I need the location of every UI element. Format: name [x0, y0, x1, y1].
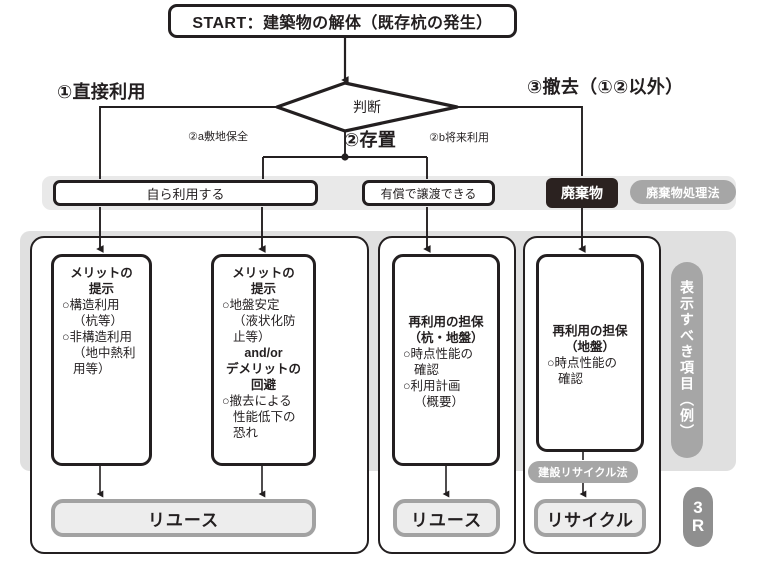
side-label-display-items: 表示すべき項目（例） — [671, 262, 703, 458]
branch-label-direct-use: ①直接利用 — [57, 82, 146, 102]
card-4-bullet-1-mark: ○時点性能の — [547, 355, 618, 370]
card-4-heading-line2: （地盤） — [564, 339, 615, 354]
card-2-bullet-2-sub: 性能低下の — [233, 410, 296, 424]
card-reuse-guarantee-ground: 再利用の担保 （地盤） ○時点性能の 確認 — [536, 254, 644, 452]
card-3-bullet-2-sub: （概要） — [414, 394, 465, 409]
card-2-bullet-1-sub2: 止等） — [233, 330, 271, 344]
card-4-heading-line1: 再利用の担保 — [552, 323, 628, 338]
card-1-heading-line1: メリットの — [70, 266, 133, 280]
card-3-bullets: ○時点性能の 確認 ○利用計画 （概要） — [400, 346, 492, 410]
chip-paid-transfer: 有償で譲渡できる — [362, 180, 495, 206]
card-1-bullets: ○構造利用 （杭等） ○非構造利用 （地中熱利 用等） — [59, 297, 144, 377]
branch-label-keep-b: ②b将来利用 — [429, 132, 489, 144]
badge-waste-law: 廃棄物処理法 — [630, 180, 736, 204]
card-2-bullet-1-sub: （液状化防 — [233, 314, 296, 328]
card-2-bullet-2-mark: ○撤去による — [222, 394, 292, 408]
card-2-bullets2: ○撤去による 性能低下の 恐れ — [219, 393, 308, 441]
card-3-bullet-2-mark: ○利用計画 — [403, 378, 461, 393]
start-node: START：建築物の解体（既存杭の発生） — [168, 4, 517, 38]
card-merit-direct-use: メリットの 提示 ○構造利用 （杭等） ○非構造利用 （地中熱利 用等） — [51, 254, 152, 466]
outcome-reuse-1: リユース — [51, 499, 316, 537]
card-1-bullet-1-mark: ○構造利用 — [62, 298, 120, 312]
card-3-bullet-1-mark: ○時点性能の — [403, 346, 474, 361]
card-4-bullets: ○時点性能の 確認 — [544, 355, 636, 387]
card-1-heading-line2: 提示 — [88, 282, 114, 296]
card-2-heading-line1: メリットの — [232, 266, 295, 280]
card-1-bullet-2-sub: （地中熱利 — [73, 346, 136, 360]
card-2-connector: and/or — [244, 346, 283, 360]
card-1-bullet-2-sub2: 用等） — [73, 362, 111, 376]
card-reuse-guarantee-pile-ground: 再利用の担保 （杭・地盤） ○時点性能の 確認 ○利用計画 （概要） — [392, 254, 500, 466]
three-r-digit: 3 — [693, 498, 703, 518]
outcome-reuse-2: リユース — [393, 499, 500, 537]
card-1-bullet-2-mark: ○非構造利用 — [62, 330, 133, 344]
card-3-bullet-1-sub: 確認 — [414, 362, 440, 377]
badge-construction-recycle-law: 建設リサイクル法 — [528, 461, 638, 483]
three-r-letter: R — [691, 516, 705, 535]
card-2-bullet-2-sub2: 恐れ — [233, 426, 259, 440]
branch-label-keep-a: ②a敷地保全 — [188, 131, 248, 143]
card-3-heading-line2: （杭・地盤） — [408, 330, 484, 345]
card-2-bullets: ○地盤安定 （液状化防 止等） — [219, 297, 308, 345]
branch-label-remove: ③撤去（①②以外） — [527, 77, 684, 97]
card-1-bullet-1-sub: （杭等） — [73, 314, 124, 328]
chip-waste: 廃棄物 — [546, 178, 618, 208]
card-4-bullet-1-sub: 確認 — [558, 371, 584, 386]
chip-self-use: 自ら利用する — [53, 180, 318, 206]
outcome-recycle: リサイクル — [534, 499, 646, 537]
card-merit-demerit-keep: メリットの 提示 ○地盤安定 （液状化防 止等） and/or デメリットの 回… — [211, 254, 316, 466]
card-2-heading-line2: 提示 — [250, 282, 276, 296]
card-3-heading-line1: 再利用の担保 — [408, 314, 484, 329]
card-2-bullet-1-mark: ○地盤安定 — [222, 298, 280, 312]
side-label-3r: 3 R — [683, 487, 713, 547]
card-2-heading2-line1: デメリットの — [225, 362, 301, 376]
branch-label-keep: ②存置 — [344, 130, 397, 150]
decision-node-label: 判断 — [353, 99, 381, 115]
card-2-heading2-line2: 回避 — [250, 378, 276, 392]
